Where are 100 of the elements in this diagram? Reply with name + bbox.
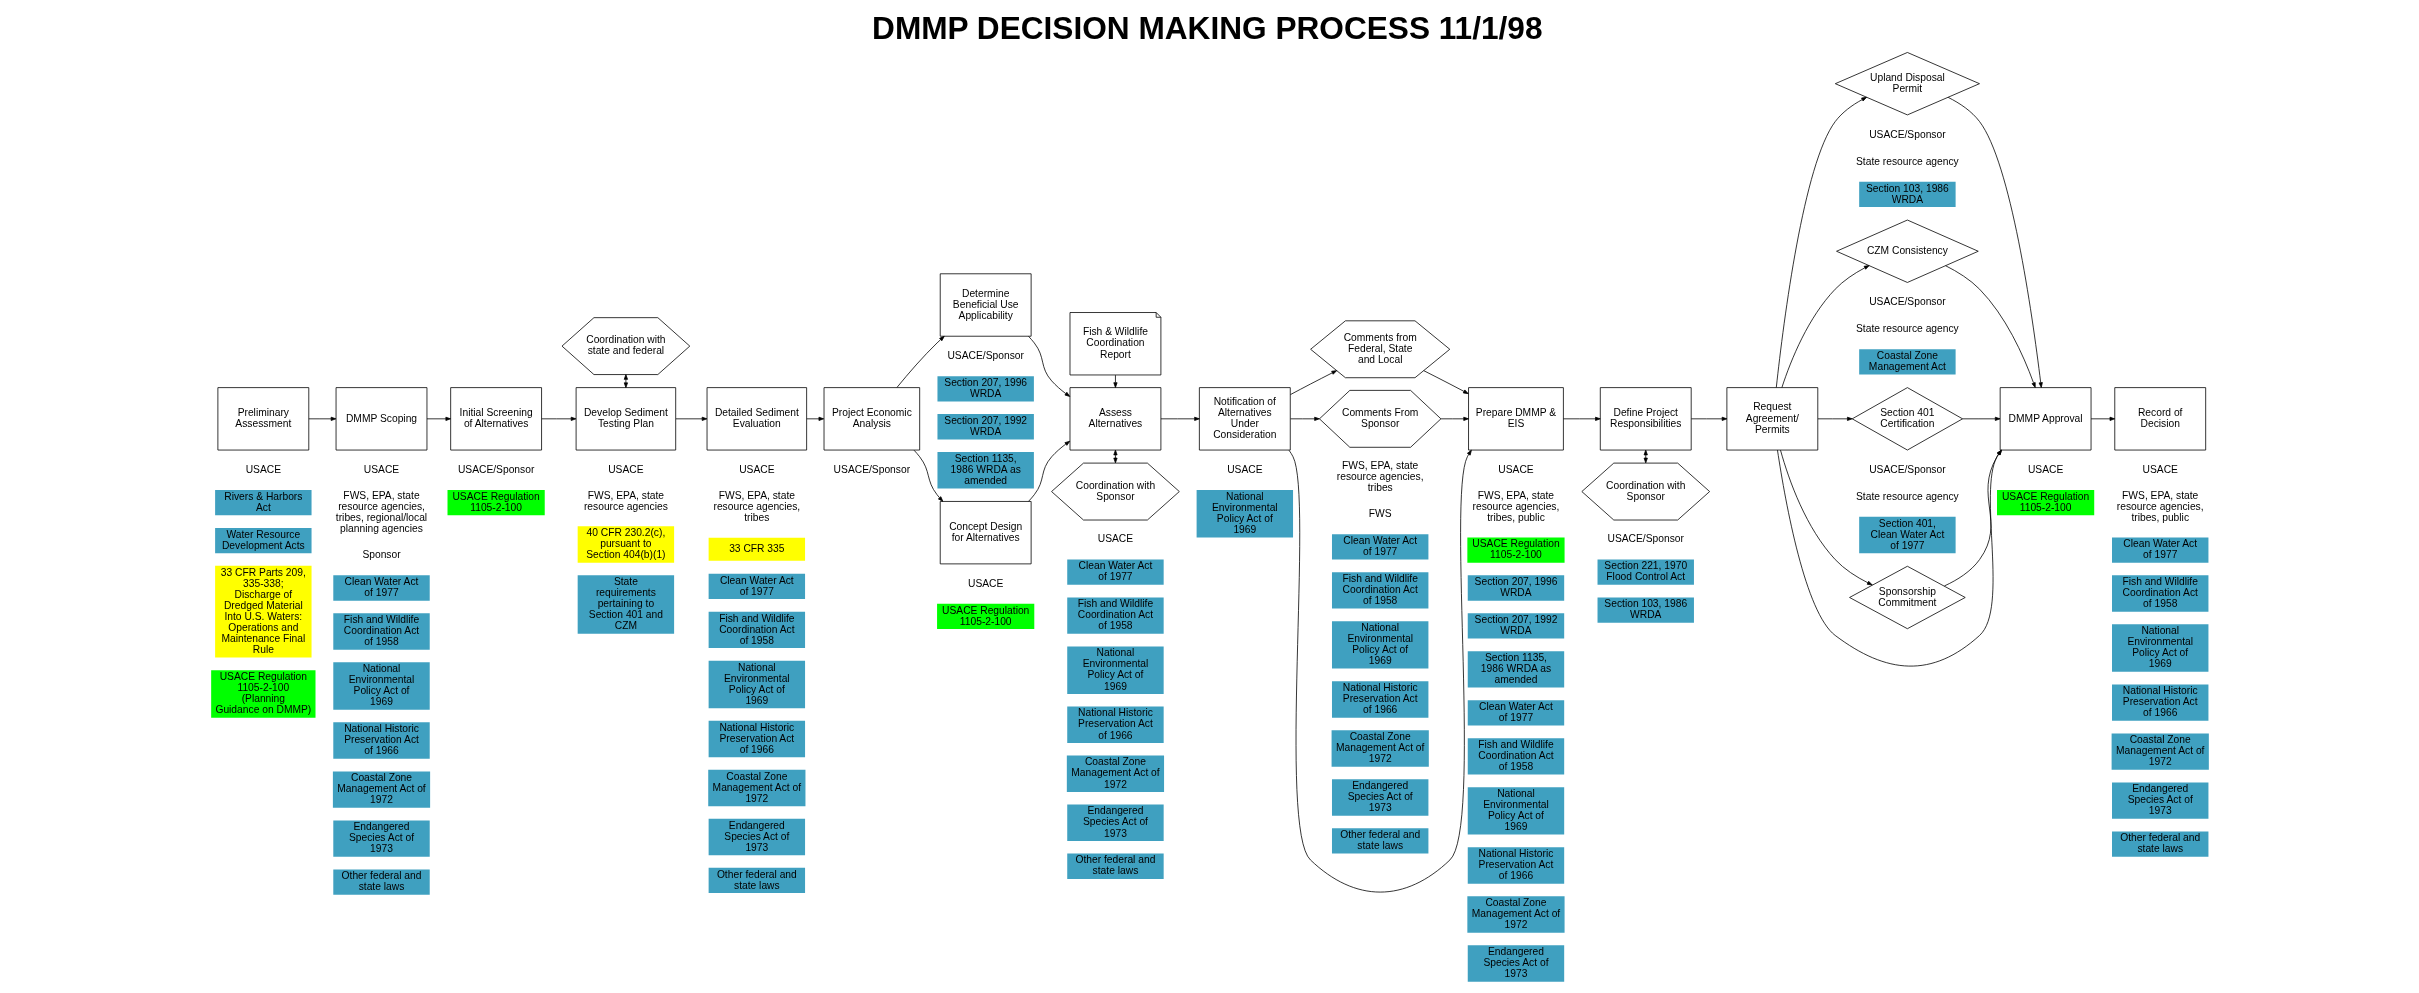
node-box: DMMP Scoping: [335, 387, 427, 451]
arrow: [1288, 449, 1472, 893]
node-box: Request Agreement/ Permits: [1726, 387, 1818, 451]
label: USACE: [363, 463, 399, 475]
node-box: National Historic Preservation Act of 1966: [332, 722, 430, 759]
node-box: Clean Water Act of 1977: [1467, 700, 1564, 726]
node-box: Other federal and state laws: [2111, 831, 2208, 857]
arrow: [1690, 416, 1727, 421]
arrow: [896, 335, 945, 388]
arrow: [1943, 449, 2002, 587]
label: FWS, EPA, state resource agencies, tribes, public: [2116, 489, 2204, 524]
label: USACE/Sponsor: [457, 463, 534, 475]
arrow: [1775, 96, 1867, 388]
label: Sponsor: [361, 549, 401, 561]
node-box: Endangered Species Act of 1973: [1066, 804, 1164, 841]
node-box: National Historic Preservation Act of 1966: [708, 720, 805, 758]
node-box: Coastal Zone Management Act: [1858, 349, 1956, 375]
node-box: Endangered Species Act of 1973: [332, 820, 430, 857]
label: FWS: [1368, 508, 1392, 520]
node-box: Rivers & Harbors Act: [214, 490, 312, 516]
arrow: [307, 416, 336, 421]
label: USACE/Sponsor: [1607, 533, 1684, 545]
arrow: [2090, 416, 2115, 421]
node-box: Fish and Wildlife Coordination Act of 1958: [708, 611, 805, 649]
arrow: [1027, 335, 1070, 397]
node-box: Coastal Zone Management Act of 1972: [332, 771, 430, 808]
label: USACE/Sponsor: [833, 463, 910, 475]
label: USACE: [1226, 463, 1263, 475]
label: State resource agency: [1855, 323, 1959, 335]
arrow: [913, 449, 943, 502]
node-box: DMMP Approval: [1999, 387, 2091, 451]
arrow: [1961, 416, 2000, 421]
label: USACE/Sponsor: [1868, 463, 1946, 475]
node-box: National Historic Preservation Act of 1966: [2111, 684, 2208, 721]
node-box: Other federal and state laws: [1066, 853, 1164, 879]
node-box: Preliminary Assessment: [217, 387, 309, 451]
label: FWS, EPA, state resource agencies, tribes, public: [1472, 489, 1559, 524]
arrow: [1776, 449, 2002, 667]
node-box: Project Economic Analysis: [823, 387, 920, 451]
node-box: State requirements pertaining to Section 401 and CZM: [577, 575, 674, 634]
node-box: Coastal Zone Management Act of 1972: [1066, 755, 1164, 792]
arrow: [1440, 416, 1469, 421]
label: USACE: [738, 463, 775, 475]
node-diamond: CZM Consistency: [1835, 219, 1979, 283]
node-box: Detailed Sediment Evaluation: [706, 387, 807, 451]
node-box: Clean Water Act of 1977: [708, 573, 805, 600]
node-box: Define Project Responsibilities: [1599, 387, 1692, 451]
node-box: National Environmental Policy Act of 1969: [1331, 621, 1428, 669]
node-box: Notification of Alternatives Under Consideration: [1198, 387, 1291, 451]
arrow: [1422, 370, 1469, 395]
node-box: National Environmental Policy Act of 1969: [332, 662, 430, 710]
arrow: [1944, 265, 2036, 388]
arrow: [1027, 440, 1070, 502]
arrow: [1289, 370, 1337, 395]
node-box: Coastal Zone Management Act of 1972: [1331, 730, 1429, 767]
node-box: National Environmental Policy Act of 1969: [1066, 646, 1164, 694]
arrow: [426, 416, 451, 421]
node-box: National Environmental Policy Act of 1969: [1467, 787, 1564, 835]
label: USACE: [2027, 463, 2063, 475]
node-box: USACE Regulation 1105-2-100 (Planning Guidance on DMMP): [210, 670, 315, 718]
label: State resource agency: [1855, 155, 1959, 167]
label: FWS, EPA, state resource agencies: [583, 489, 668, 513]
node-box: Water Resource Development Acts: [214, 527, 312, 554]
label: State resource agency: [1855, 490, 1959, 502]
node-box: 33 CFR Parts 209, 335-338; Discharge of Dredged Material Into U.S. Waters: Operations and Maintenance Final Rule: [214, 565, 312, 658]
node-box: Other federal and state laws: [332, 869, 430, 895]
node-box: Section 221, 1970 Flood Control Act: [1597, 559, 1694, 585]
arrow: [540, 416, 576, 421]
node-box: National Environmental Policy Act of 1969: [1196, 490, 1293, 538]
arrow: [1779, 449, 1873, 586]
node-box: Record of Decision: [2113, 387, 2206, 451]
arrow: [1289, 416, 1320, 421]
label: USACE: [245, 463, 281, 475]
node-diamond: Section 401 Certification: [1851, 387, 1963, 451]
label: USACE: [607, 463, 644, 475]
label: FWS, EPA, state resource agencies, tribes, regional/local planning agencies: [335, 489, 427, 535]
node-box: Section 207, 1996 WRDA: [936, 376, 1034, 402]
node-box: Assess Alternatives: [1069, 387, 1161, 451]
arrow: [675, 416, 707, 421]
node-diamond: Upland Disposal Permit: [1834, 52, 1980, 116]
node-box: Section 401, Clean Water Act of 1977: [1858, 516, 1956, 554]
node-box: Section 103, 1986 WRDA: [1858, 181, 1956, 207]
arrow: [1562, 416, 1601, 421]
node-box: Endangered Species Act of 1973: [2111, 782, 2208, 819]
label: USACE: [1497, 463, 1534, 475]
arrow: [1817, 416, 1853, 421]
node-box: Clean Water Act of 1977: [1066, 559, 1164, 585]
node-box: Section 103, 1986 WRDA: [1597, 597, 1694, 623]
node-box: USACE Regulation 1105-2-100: [936, 603, 1034, 630]
node-box: Section 207, 1992 WRDA: [936, 414, 1034, 440]
arrow: [1947, 97, 2043, 388]
arrow: [1160, 416, 1200, 421]
node-box: Determine Beneficial Use Applicability: [939, 273, 1032, 337]
node-box: Endangered Species Act of 1973: [1467, 945, 1564, 982]
node-box: 33 CFR 335: [708, 537, 805, 561]
node-box: Fish and Wildlife Coordination Act of 1958: [2111, 575, 2208, 612]
node-box: Section 1135, 1986 WRDA as amended: [1467, 651, 1564, 688]
node-box: Fish and Wildlife Coordination Act of 1958: [332, 613, 430, 650]
node-box: Fish and Wildlife Coordination Act of 1958: [1066, 597, 1164, 634]
node-box: Fish and Wildlife Coordination Act of 1958: [1331, 572, 1428, 609]
